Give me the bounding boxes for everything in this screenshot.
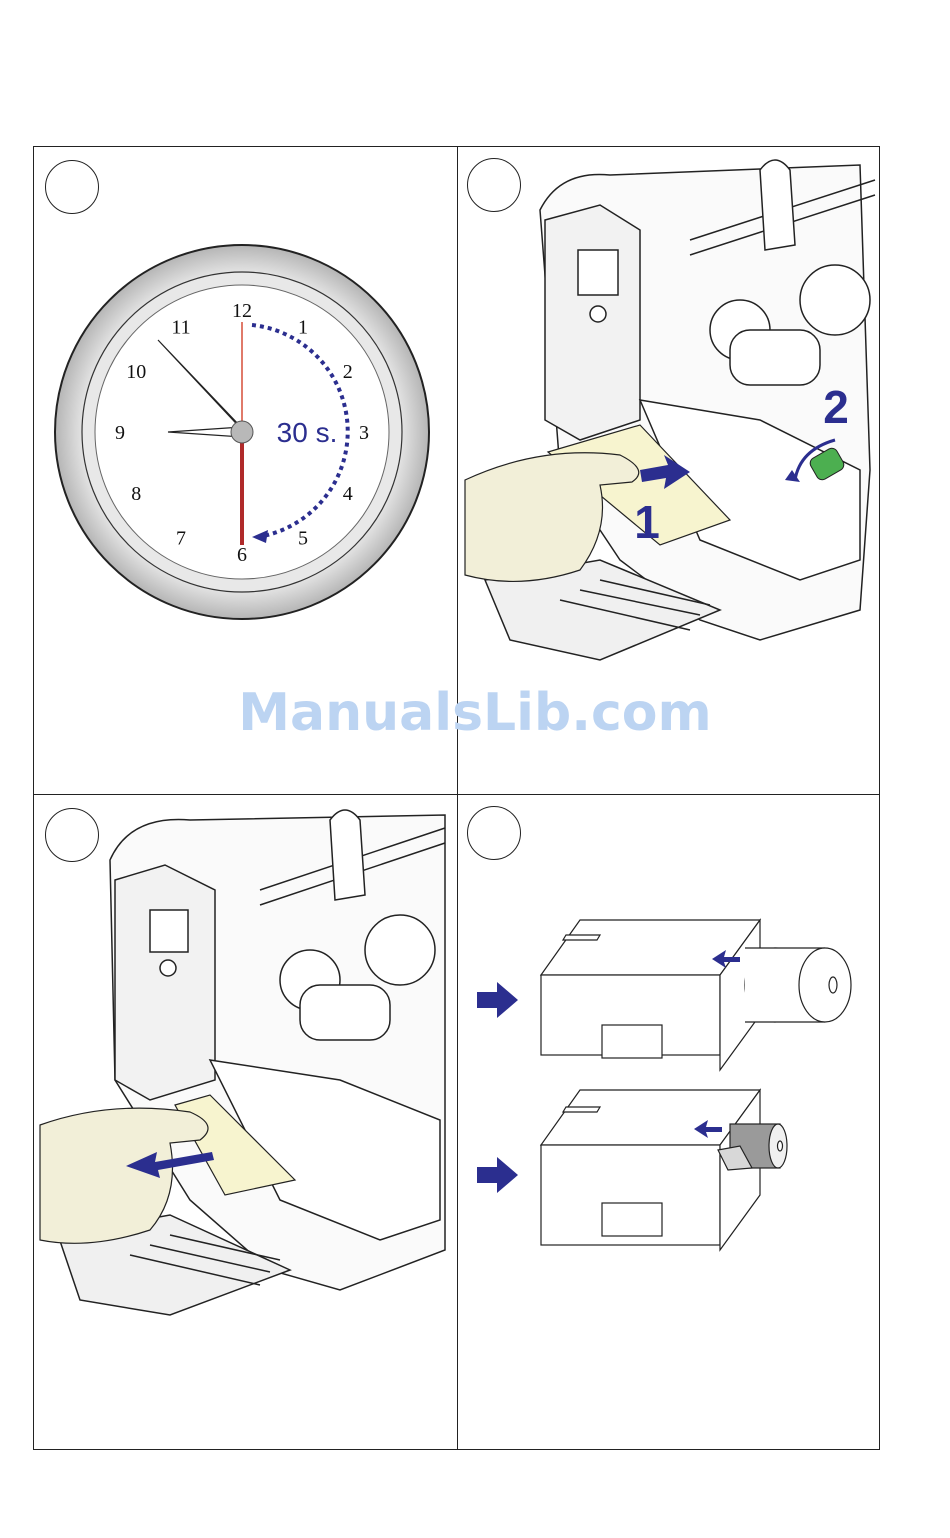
printer-box-window-1: [602, 1025, 662, 1058]
label-roll-core: [829, 977, 837, 993]
printer-box-slot-2: [563, 1107, 600, 1112]
ribbon-roll-core: [778, 1141, 783, 1151]
printer-box-window-2: [602, 1203, 662, 1236]
step-arrow-1: [477, 982, 518, 1018]
printer-box-slot-1: [563, 935, 600, 940]
label-roll-face: [799, 948, 851, 1022]
watermark: ManualsLib.com: [0, 683, 950, 743]
step-arrow-2: [477, 1157, 518, 1193]
